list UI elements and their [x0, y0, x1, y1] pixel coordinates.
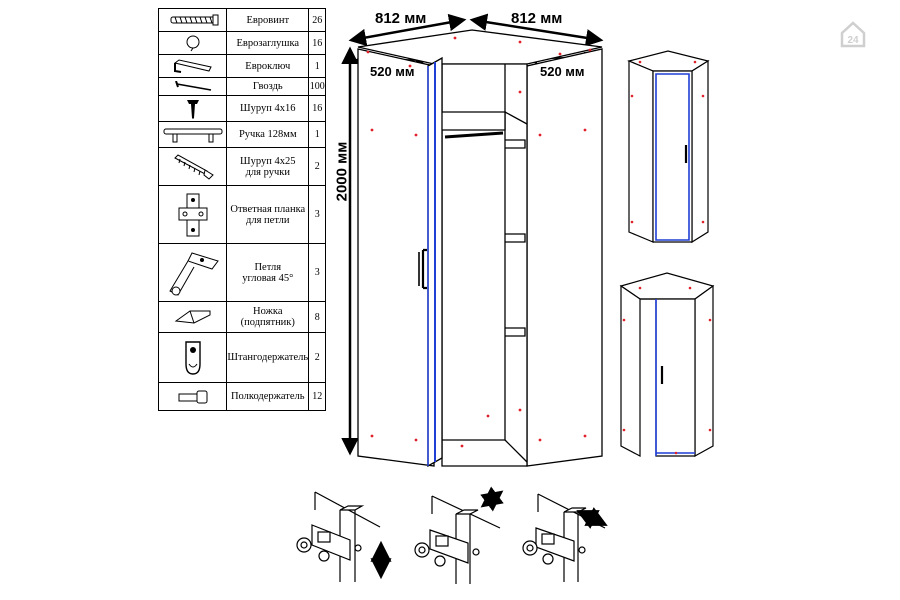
euro-cap-icon — [159, 34, 226, 52]
closed-door-front — [652, 70, 693, 243]
part-name: Полкодержатель — [226, 382, 310, 411]
handle-icon — [159, 126, 226, 144]
hinge-mounting-plate-icon — [159, 190, 226, 240]
shelf-support-icon — [159, 389, 226, 405]
hanging-rail — [444, 131, 504, 139]
part-picture-cell — [157, 147, 228, 186]
wardrobe-closed-view-top — [627, 50, 710, 244]
hinge-adjust-horizontal — [522, 493, 608, 582]
hinge-adjust-vertical — [296, 491, 392, 582]
dimension-width-right: 812 мм — [511, 10, 563, 27]
part-picture-cell — [157, 332, 228, 383]
width-left-arrow — [348, 13, 467, 47]
part-picture-cell — [157, 8, 228, 32]
corner-hinge-icon — [159, 247, 226, 299]
part-picture-cell — [157, 121, 228, 148]
rail-holder-icon — [159, 338, 226, 378]
hex-key-icon — [159, 57, 226, 75]
dimension-depth-left: 520 мм — [370, 64, 415, 79]
fastener-markers — [366, 36, 592, 448]
screw-4x16-icon — [159, 98, 226, 120]
part-quantity: 12 — [308, 382, 326, 411]
part-quantity: 26 — [308, 8, 326, 32]
part-quantity: 1 — [308, 54, 326, 78]
wardrobe-closed-view-bottom — [619, 272, 715, 458]
closed-view-top-markers — [630, 60, 705, 224]
wardrobe-left-panel — [357, 48, 435, 467]
foot-glide-icon — [159, 307, 226, 327]
part-picture-cell — [157, 382, 228, 411]
closed-view-bottom-markers — [622, 286, 712, 455]
dimension-width-left: 812 мм — [375, 10, 427, 27]
part-picture-cell — [157, 54, 228, 78]
house-logo-icon: 24 — [840, 21, 866, 48]
part-picture-cell — [157, 185, 228, 244]
wardrobe-open-view — [357, 29, 603, 468]
screw-4x25-icon — [159, 153, 226, 180]
part-name: Ножка (подпятник) — [226, 301, 310, 333]
interior-shelf-2 — [505, 233, 526, 243]
interior-shelf-1 — [505, 139, 526, 149]
width-right-arrow — [469, 13, 604, 47]
dimension-height: 2000 мм — [333, 141, 351, 202]
door-handle — [421, 248, 427, 290]
part-name: Евроключ — [226, 54, 310, 78]
interior-top-shelf — [442, 111, 506, 131]
part-name: Шуруп 4x16 — [226, 95, 310, 122]
wardrobe-top — [357, 29, 603, 65]
dimension-depth-right: 520 мм — [540, 64, 585, 79]
part-name: Шуруп 4x25 для ручки — [226, 147, 310, 186]
wardrobe-right-panel — [526, 48, 603, 467]
euro-screw-icon — [159, 12, 226, 28]
nail-icon — [159, 80, 226, 93]
hinge-adjust-depth — [414, 486, 504, 584]
part-name: Ответная планка для петли — [226, 185, 310, 244]
part-picture-cell — [157, 95, 228, 122]
part-name: Петля угловая 45° — [226, 243, 310, 302]
watermark-text: 24 — [847, 35, 859, 46]
interior-shelf-3 — [505, 327, 526, 337]
